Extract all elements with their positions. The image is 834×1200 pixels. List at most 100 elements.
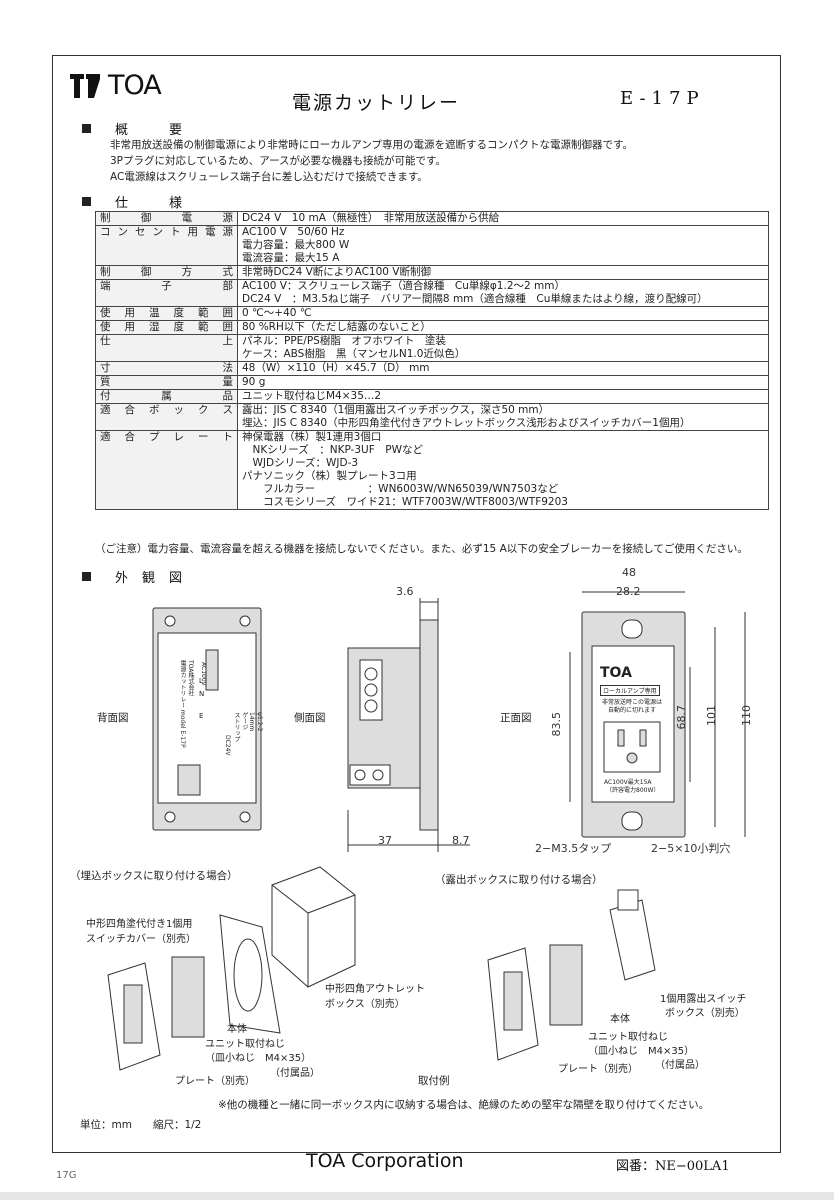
spec-label: 適合ボックス [95,403,238,431]
spec-value-line: 電流容量：最大15 A [242,252,340,264]
spec-value-line: ケース：ABS樹脂 黒（マンセルN1.0近似色） [242,348,466,360]
spec-value-line: パナソニック（株）製プレート3コ用 [242,470,417,482]
front-view-drawing [569,591,746,838]
spec-value: 0 ℃〜+40 ℃ [237,306,769,321]
spec-label-text: 質量 [100,376,233,388]
spec-label: 端子部 [95,279,238,307]
accessory-label-2: （付属品） [655,1060,705,1071]
dim-8-7: 8.7 [452,834,470,847]
back-view-drawing [152,607,262,831]
spec-row: 仕上パネル：PPE/PS樹脂 オフホワイト 塗装ケース：ABS樹脂 黒（マンセル… [95,334,769,362]
spec-row: 制御方式非常時DC24 V断によりAC100 V断制御 [95,265,769,280]
spec-label: 制御電源 [95,211,238,226]
spec-label: 使用湿度範囲 [95,320,238,335]
front-warn1: 非常放送時この電源は [602,699,663,706]
spec-value: AC100 V：スクリューレス端子（適合線種 Cu単線φ1.2〜2 mm）DC2… [237,279,769,307]
dim-tap: 2−M3.5タップ [535,842,612,855]
spec-value: DC24 V 10 mA（無極性） 非常用放送設備から供給 [237,211,769,226]
spec-label-text: 仕上 [100,335,233,347]
spec-row: 端子部 AC100 V：スクリューレス端子（適合線種 Cu単線φ1.2〜2 mm）… [95,279,769,307]
back-strip: ストリップ [233,712,240,742]
spec-value: 48（W）×110（H）×45.7（D） mm [237,361,769,376]
spec-value-line: AC100 V：スクリューレス端子（適合線種 Cu単線φ1.2〜2 mm） [242,280,565,292]
appearance-heading: 外観図 [82,567,196,586]
spec-value: 非常時DC24 V断によりAC100 V断制御 [237,265,769,280]
spec-label: 寸法 [95,361,238,376]
spec-value-line: 90 g [242,376,266,388]
spec-value: 神保電器（株）製1連用3個口 NKシリーズ ：NKP-3UF PWなど WJDシ… [237,430,769,510]
spec-label-text: 寸法 [100,362,233,374]
dim-3-6: 3.6 [396,585,414,598]
back-maker: TOA株式会社 [187,660,194,697]
spec-value: パネル：PPE/PS樹脂 オフホワイト 塗装ケース：ABS樹脂 黒（マンセルN1… [237,334,769,362]
brand-name: TOA [108,70,162,101]
back-mm: 14mm [248,712,255,732]
outlet-box-label-2: ボックス（別売） [325,999,405,1010]
spec-label-text: 使用温度範囲 [100,307,233,319]
screw-label-4: （皿小ねじ M4×35） [588,1046,695,1057]
section-bullet-icon [82,197,91,206]
spec-value-line: 露出：JIS C 8340（1個用露出スイッチボックス，深さ50 mm） [242,404,550,416]
front-rating2: （許容電力800W） [606,787,660,794]
spec-value-line: 48（W）×110（H）×45.7（D） mm [242,362,430,374]
dim-68-7: 68.7 [675,705,688,730]
back-text: 電源カットリレー model E-17P [179,660,186,748]
switch-cover-label-1: 中形四角塗代付き1個用 [86,919,193,930]
spec-value: 90 g [237,375,769,390]
back-dc: DC24V [224,735,231,756]
company-name: TOA Corporation [306,1150,464,1172]
spec-label-text: 適合プレート [100,431,233,443]
overview-line: 3Pプラグに対応しているため、アースが必要な機器も接続が可能です。 [110,155,446,167]
spec-label: コンセント用電源 [95,225,238,266]
notice-text: ※他の機種と一緒に同一ボックス内に収納する場合は、絶縁のための堅牢な隔壁を取り付… [218,1099,710,1111]
back-ac: AC100V [200,662,207,686]
back-e: E [199,712,204,720]
body-label: 本体 [227,1024,247,1035]
front-brand: TOA [600,665,632,681]
document-frame [52,55,781,1153]
spec-label-text: 制御電源 [100,212,233,224]
spec-value-line: ユニット取付ねじM4×35…2 [242,390,382,402]
caution-note: （ご注意）電力容量、電流容量を超える機器を接続しないでください。また、必ず15 … [95,543,748,555]
front-local: ローカルアンプ専用 [600,685,660,696]
switch-cover-label-2: スイッチカバー（別売） [86,934,196,945]
example-label: 取付例 [418,1075,450,1087]
body-label-2: 本体 [610,1014,630,1025]
spec-row: 適合プレート神保電器（株）製1連用3個口 NKシリーズ ：NKP-3UF PWな… [95,430,769,510]
screw-label-1: ユニット取付ねじ [205,1039,285,1050]
spec-value-line: パネル：PPE/PS樹脂 オフホワイト 塗装 [242,335,446,347]
spec-row: 寸法 48（W）×110（H）×45.7（D） mm [95,361,769,376]
dim-28-2: 28.2 [616,585,641,598]
screw-label-3: ユニット取付ねじ [588,1032,668,1043]
plate-label-2: プレート（別売） [558,1064,638,1075]
exposed-box-label-1: 1個用露出スイッチ [660,994,747,1005]
spec-value-line: 0 ℃〜+40 ℃ [242,307,312,319]
spec-value: 露出：JIS C 8340（1個用露出スイッチボックス，深さ50 mm）埋込：J… [237,403,769,431]
dim-48: 48 [622,566,636,579]
spec-label-text: 端子部 [100,280,233,292]
side-view-label: 側面図 [294,712,326,724]
spec-value-line: DC24 V 10 mA（無極性） 非常用放送設備から供給 [242,212,500,224]
document-title: 電源カットリレー [292,92,461,114]
back-view-label: 背面図 [97,712,129,724]
spec-label-text: 適合ボックス [100,404,233,416]
spec-label: 制御方式 [95,265,238,280]
spec-row: 質量 90 g [95,375,769,390]
spec-label-text: 付属品 [100,390,233,402]
dim-37: 37 [378,834,392,847]
model-number: E-17P [620,88,705,109]
spec-label: 使用温度範囲 [95,306,238,321]
toa-logo-icon [70,72,102,100]
spec-label-text: コンセント用電源 [100,226,233,238]
spec-label: 仕上 [95,334,238,362]
spec-value-line: NKシリーズ ：NKP-3UF PWなど [242,444,423,456]
front-rating1: AC100V最大15A [604,779,652,786]
dim-110: 110 [740,705,753,726]
spec-value-line: フルカラー ：WN6003W/WN65039/WN7503など [242,483,559,495]
section-bullet-icon [82,572,91,581]
exposed-mount-drawing [487,889,656,1061]
spec-row: 制御電源 DC24 V 10 mA（無極性） 非常用放送設備から供給 [95,211,769,226]
dim-101: 101 [705,705,718,726]
